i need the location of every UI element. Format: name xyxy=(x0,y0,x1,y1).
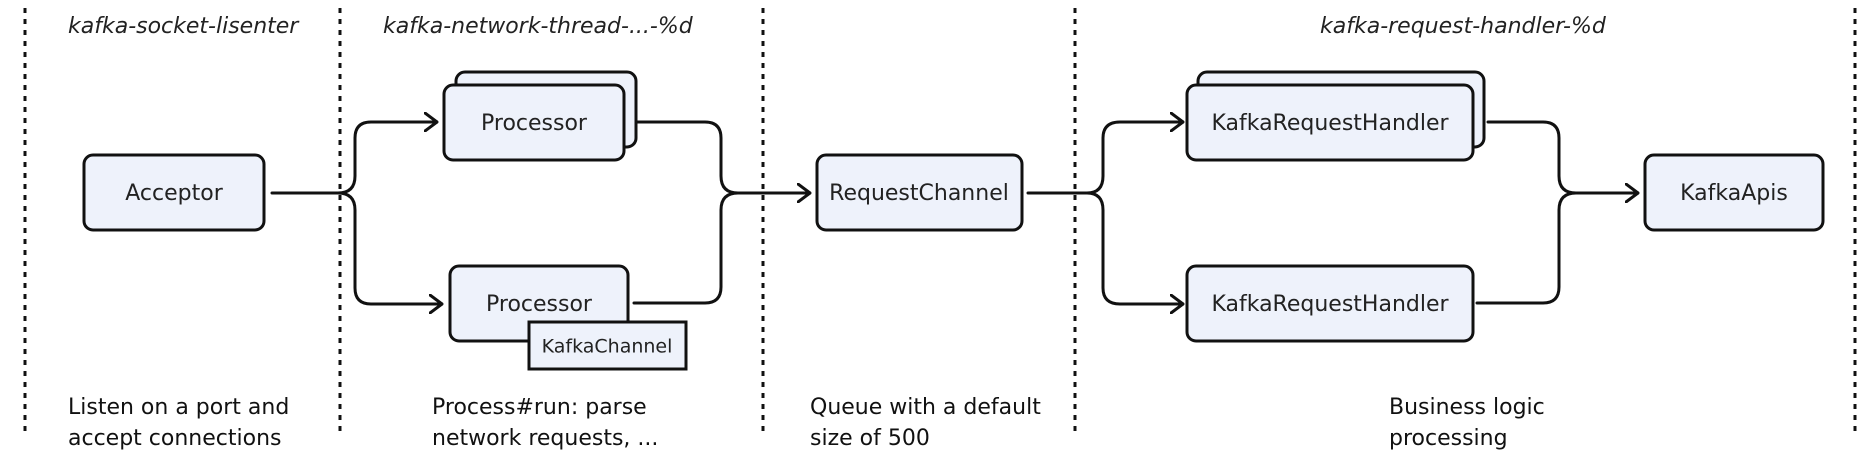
handler-bottom-node xyxy=(1185,264,1475,343)
connector-acceptor-to-processor-top xyxy=(270,122,439,195)
section-4-description-line-2: processing xyxy=(1389,426,1508,451)
handler-top-node xyxy=(1185,83,1475,162)
processor-top-node xyxy=(442,83,626,162)
connector-request-channel-to-handler-bottom xyxy=(1085,191,1185,304)
section-title-network-thread: kafka-network-thread-...-%d xyxy=(383,14,694,39)
handler-bottom-label: KafkaRequestHandler xyxy=(1211,292,1449,317)
processor-top-label: Processor xyxy=(481,111,588,136)
acceptor-label: Acceptor xyxy=(125,181,223,206)
section-1-description-line-2: accept connections xyxy=(68,426,281,451)
section-2-description-line-2: network requests, ... xyxy=(432,426,658,451)
kafka-channel-label: KafkaChannel xyxy=(542,336,673,358)
section-1-description-line-1: Listen on a port and xyxy=(68,395,289,420)
connector-request-channel-to-handler-top xyxy=(1026,122,1185,195)
request-channel-label: RequestChannel xyxy=(829,181,1009,206)
section-3-description-line-2: size of 500 xyxy=(810,426,930,451)
kafka-apis-label: KafkaApis xyxy=(1680,181,1788,206)
request-channel-node xyxy=(815,153,1024,232)
kafka-apis-node xyxy=(1643,153,1825,232)
section-4-description-line-1: Business logic xyxy=(1389,395,1545,420)
connector-processor-bottom-to-request-channel xyxy=(632,191,740,305)
acceptor-node xyxy=(82,153,266,232)
connector-processor-top-to-request-channel xyxy=(630,120,812,193)
processor-bottom-label: Processor xyxy=(486,292,593,317)
section-2-description-line-1: Process#run: parse xyxy=(432,395,647,420)
section-title-socket-listener: kafka-socket-lisenter xyxy=(68,14,300,39)
connector-acceptor-to-processor-bottom xyxy=(336,191,444,304)
connector-handler-top-to-kafka-apis xyxy=(1486,120,1640,193)
kafka-channel-node xyxy=(527,320,688,371)
section-3-description-line-1: Queue with a default xyxy=(810,395,1041,420)
handler-top-label: KafkaRequestHandler xyxy=(1211,111,1449,136)
connector-handler-bottom-to-kafka-apis xyxy=(1475,191,1578,305)
section-title-request-handler: kafka-request-handler-%d xyxy=(1320,14,1607,39)
